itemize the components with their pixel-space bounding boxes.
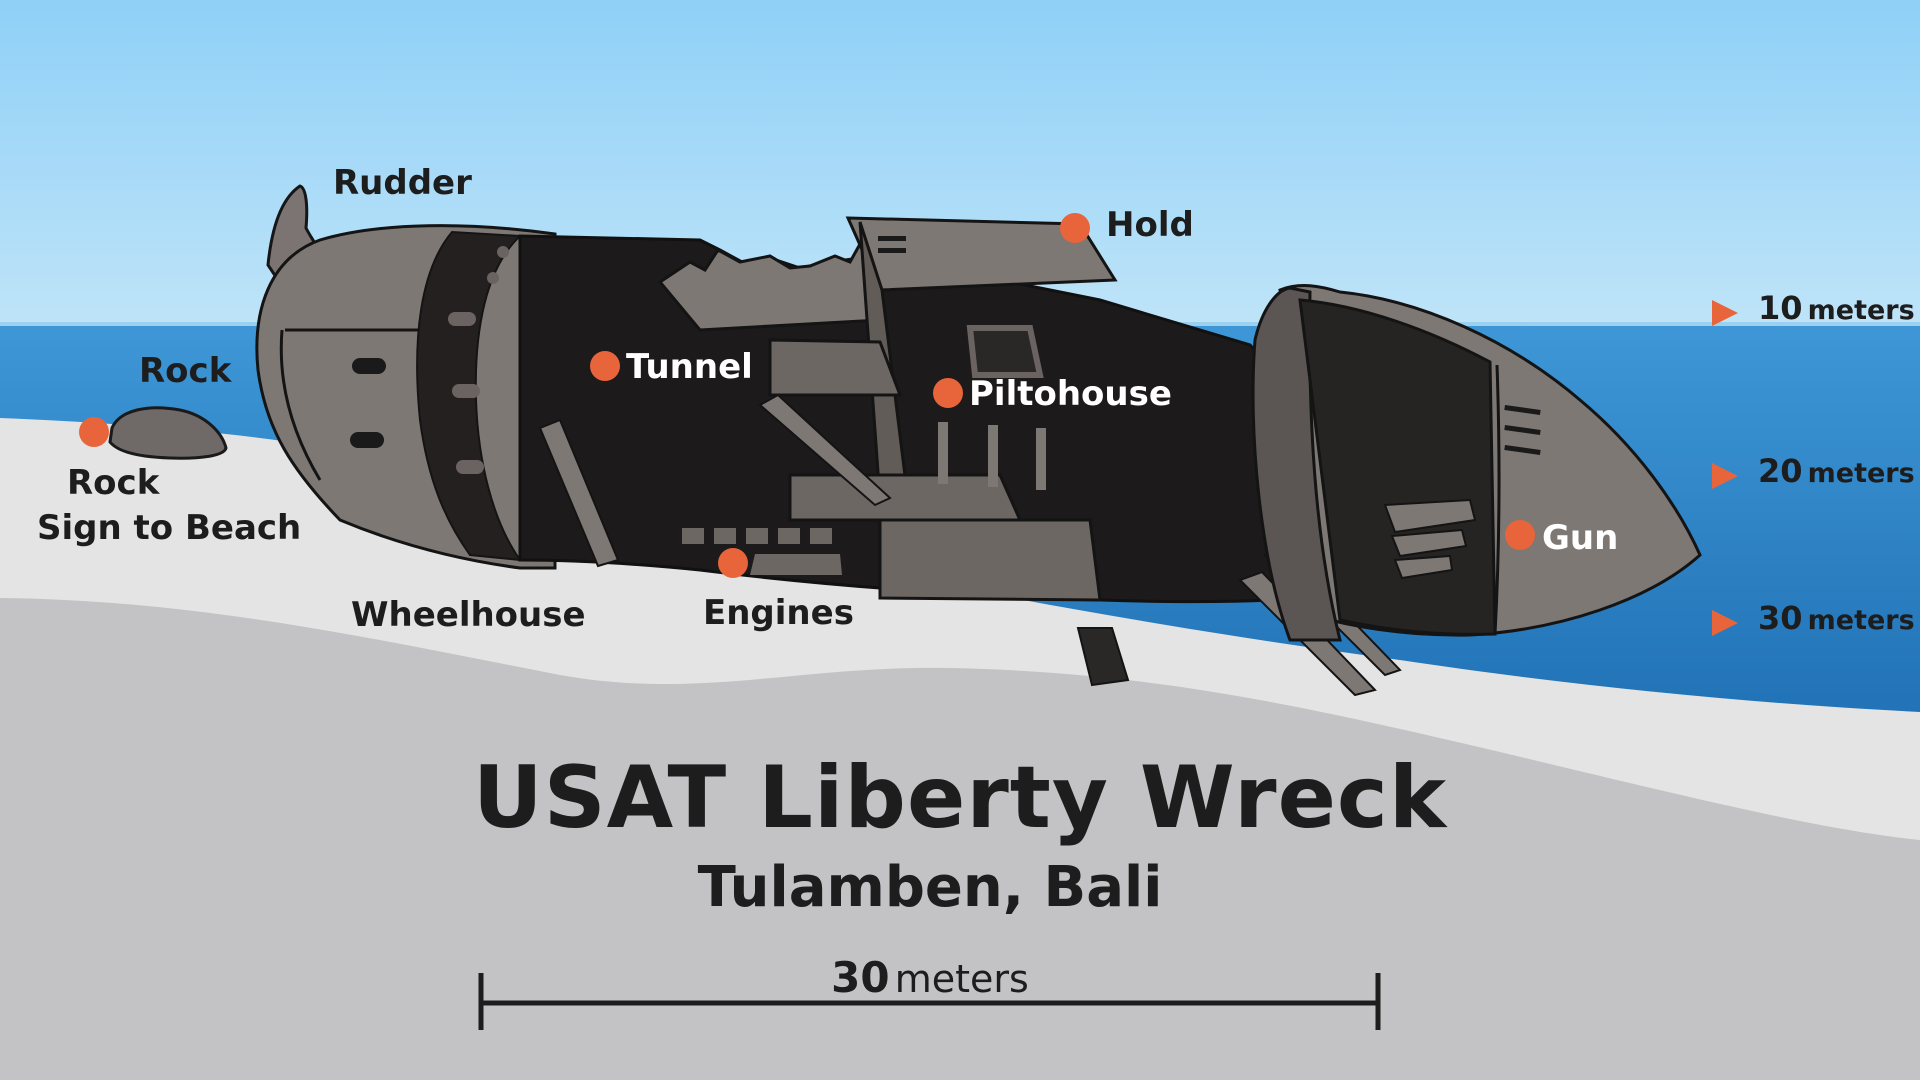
page-subtitle: Tulamben, Bali	[697, 855, 1163, 920]
depth-arrow-icon	[1712, 610, 1738, 636]
location-dot-icon	[79, 417, 109, 447]
location-dot-icon	[718, 548, 748, 578]
depth-arrow-icon	[1712, 300, 1738, 326]
depth-value: 30	[1758, 599, 1803, 637]
depth-marker-10: 10 meters	[1758, 292, 1915, 324]
location-dot-icon	[590, 351, 620, 381]
label-rock: Rock	[139, 351, 232, 391]
label-wheelhouse: Wheelhouse	[351, 595, 586, 635]
depth-arrow-icon	[1712, 463, 1738, 489]
label-engines: Engines	[703, 593, 854, 633]
ship-engine-blocks	[682, 528, 842, 575]
scale-bar-unit: meters	[894, 957, 1029, 1001]
depth-marker-20: 20 meters	[1758, 455, 1915, 487]
label-hold: Hold	[1106, 205, 1194, 245]
label-rock-sign-line2: Sign to Beach	[37, 508, 302, 548]
location-dot-icon	[1505, 520, 1535, 550]
location-dot-icon	[933, 378, 963, 408]
scale-bar-icon	[478, 973, 1381, 1030]
location-dot-icon	[1060, 213, 1090, 243]
debris-plate	[1076, 627, 1130, 687]
depth-value: 10	[1758, 289, 1803, 327]
depth-marker-30: 30 meters	[1758, 602, 1915, 634]
label-piltohouse: Piltohouse	[969, 374, 1172, 414]
rock	[108, 406, 228, 460]
scale-bar-value: 30	[831, 953, 890, 1002]
page-title: USAT Liberty Wreck	[472, 748, 1448, 848]
seabed	[0, 598, 1920, 1080]
depth-unit: meters	[1807, 458, 1915, 489]
label-tunnel: Tunnel	[626, 347, 753, 387]
label-rudder: Rudder	[333, 163, 472, 203]
depth-value: 20	[1758, 452, 1803, 490]
label-rock-sign-line1: Rock	[67, 463, 160, 503]
ship	[255, 184, 1702, 697]
depth-unit: meters	[1807, 295, 1915, 326]
depth-unit: meters	[1807, 605, 1915, 636]
scale-bar-label: 30 meters	[480, 957, 1380, 999]
label-gun: Gun	[1542, 518, 1619, 558]
